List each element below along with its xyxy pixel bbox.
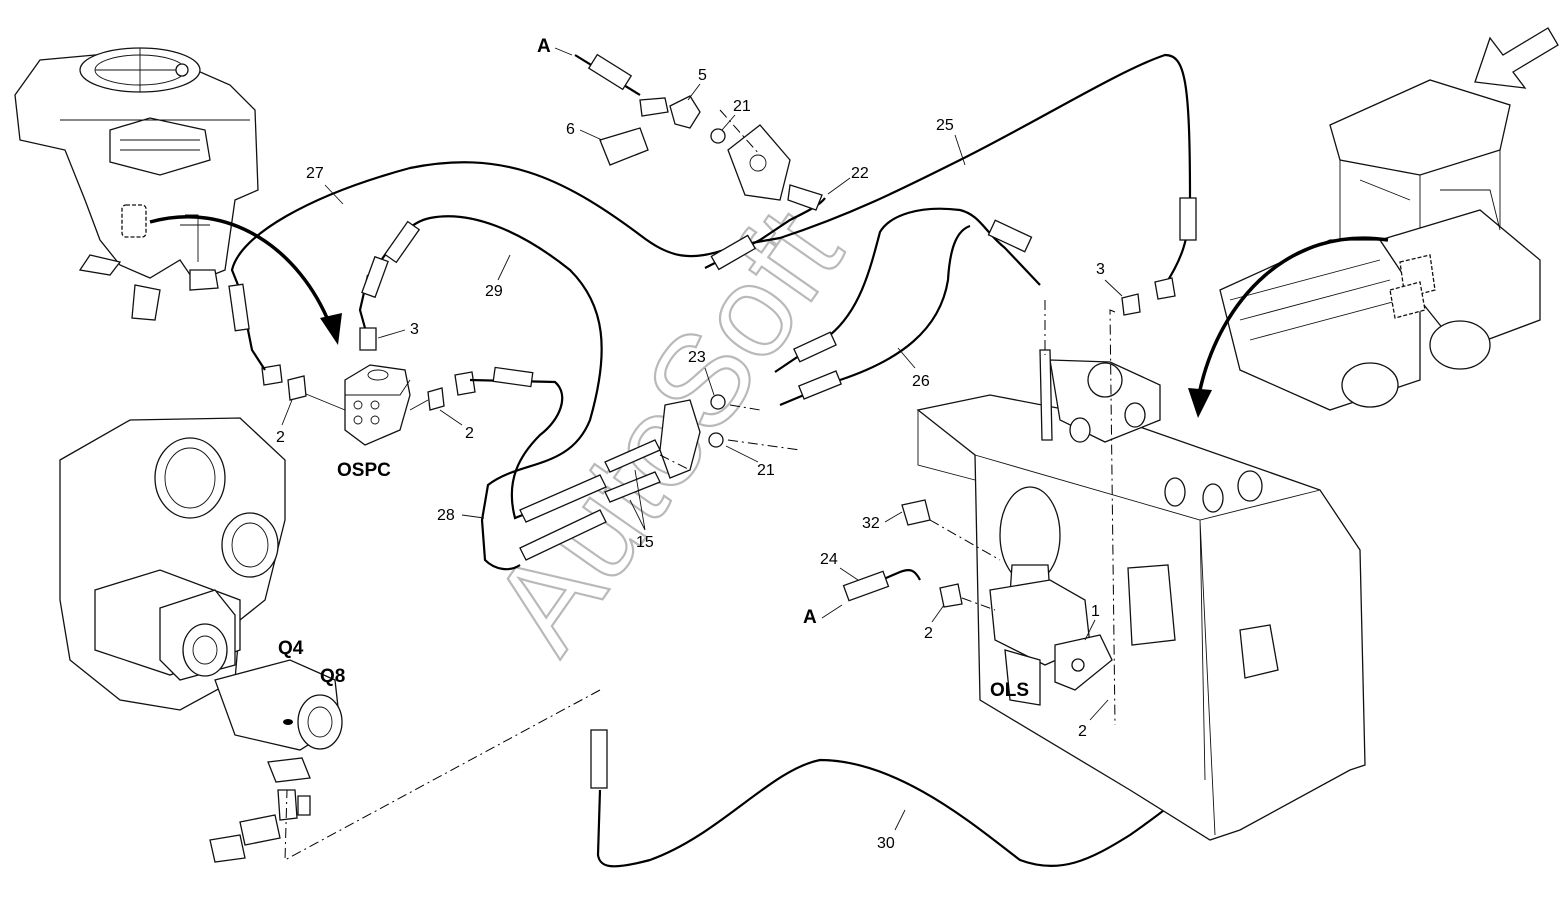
label-2-mid: 2 bbox=[924, 625, 933, 642]
label-5: 5 bbox=[698, 67, 707, 84]
hose-28 bbox=[469, 378, 564, 520]
label-23: 23 bbox=[688, 349, 706, 366]
engine-pump-assembly bbox=[59, 417, 343, 863]
label-A-bottom: A bbox=[803, 607, 817, 628]
hose-26-ferrule-a bbox=[793, 331, 837, 363]
label-25: 25 bbox=[936, 117, 954, 134]
paver-machine bbox=[1219, 27, 1559, 411]
label-Q4: Q4 bbox=[278, 638, 304, 659]
label-A-top: A bbox=[537, 36, 551, 57]
hose-26 bbox=[779, 224, 971, 407]
hose-25-ferrule bbox=[1179, 197, 1197, 241]
label-24: 24 bbox=[820, 551, 838, 568]
hose-29-ferrule-low bbox=[361, 255, 389, 299]
hose-28-ferrule bbox=[492, 366, 534, 388]
leader-lines bbox=[284, 109, 1116, 861]
label-29: 29 bbox=[485, 283, 503, 300]
hose-A-top-ferrule bbox=[587, 53, 633, 91]
label-32: 32 bbox=[862, 515, 880, 532]
hose-30-ferrule-vertical bbox=[590, 729, 608, 789]
label-2-left2: 2 bbox=[465, 425, 474, 442]
label-2-left1: 2 bbox=[276, 429, 285, 446]
hose-22 bbox=[704, 197, 826, 269]
hose-26-ferrule-b bbox=[797, 370, 843, 400]
label-Q8: Q8 bbox=[320, 666, 345, 687]
hose-22-ferrule bbox=[710, 234, 757, 271]
label-6: 6 bbox=[566, 121, 575, 138]
hose-tube-upper bbox=[774, 207, 1041, 373]
hose-29 bbox=[379, 215, 603, 571]
label-26: 26 bbox=[912, 373, 930, 390]
label-3-right: 3 bbox=[1096, 261, 1105, 278]
label-OLS: OLS bbox=[990, 680, 1029, 701]
label-OSPC: OSPC bbox=[337, 460, 391, 481]
arrowhead-right-icon bbox=[1188, 388, 1212, 418]
label-1: 1 bbox=[1091, 603, 1100, 620]
hose-27-ferrule bbox=[228, 283, 250, 332]
label-28: 28 bbox=[437, 507, 455, 524]
hydraulic-tank bbox=[916, 349, 1366, 841]
ospc-steering-unit bbox=[261, 327, 476, 446]
label-22: 22 bbox=[851, 165, 869, 182]
label-15: 15 bbox=[636, 534, 654, 551]
hose-24 bbox=[857, 569, 921, 592]
arrowhead-left-icon bbox=[320, 313, 342, 345]
operator-console bbox=[14, 47, 259, 321]
hose-30 bbox=[596, 729, 1224, 868]
part-labels: A 5 6 21 22 25 27 29 3 3 2 2 23 26 21 15… bbox=[276, 36, 1123, 852]
label-27: 27 bbox=[306, 165, 324, 182]
location-arrow-left bbox=[149, 215, 332, 326]
hose-24-ferrule bbox=[842, 570, 890, 602]
location-arrow-right bbox=[1198, 236, 1389, 391]
label-21-top: 21 bbox=[733, 98, 751, 115]
label-2-right: 2 bbox=[1078, 723, 1087, 740]
view-direction-arrow-icon bbox=[1474, 27, 1559, 89]
hose-upper-ferrule bbox=[987, 219, 1033, 253]
hose-29-ferrule bbox=[383, 220, 421, 264]
label-3-left: 3 bbox=[410, 321, 419, 338]
label-21-mid: 21 bbox=[757, 462, 775, 479]
label-30: 30 bbox=[877, 835, 895, 852]
